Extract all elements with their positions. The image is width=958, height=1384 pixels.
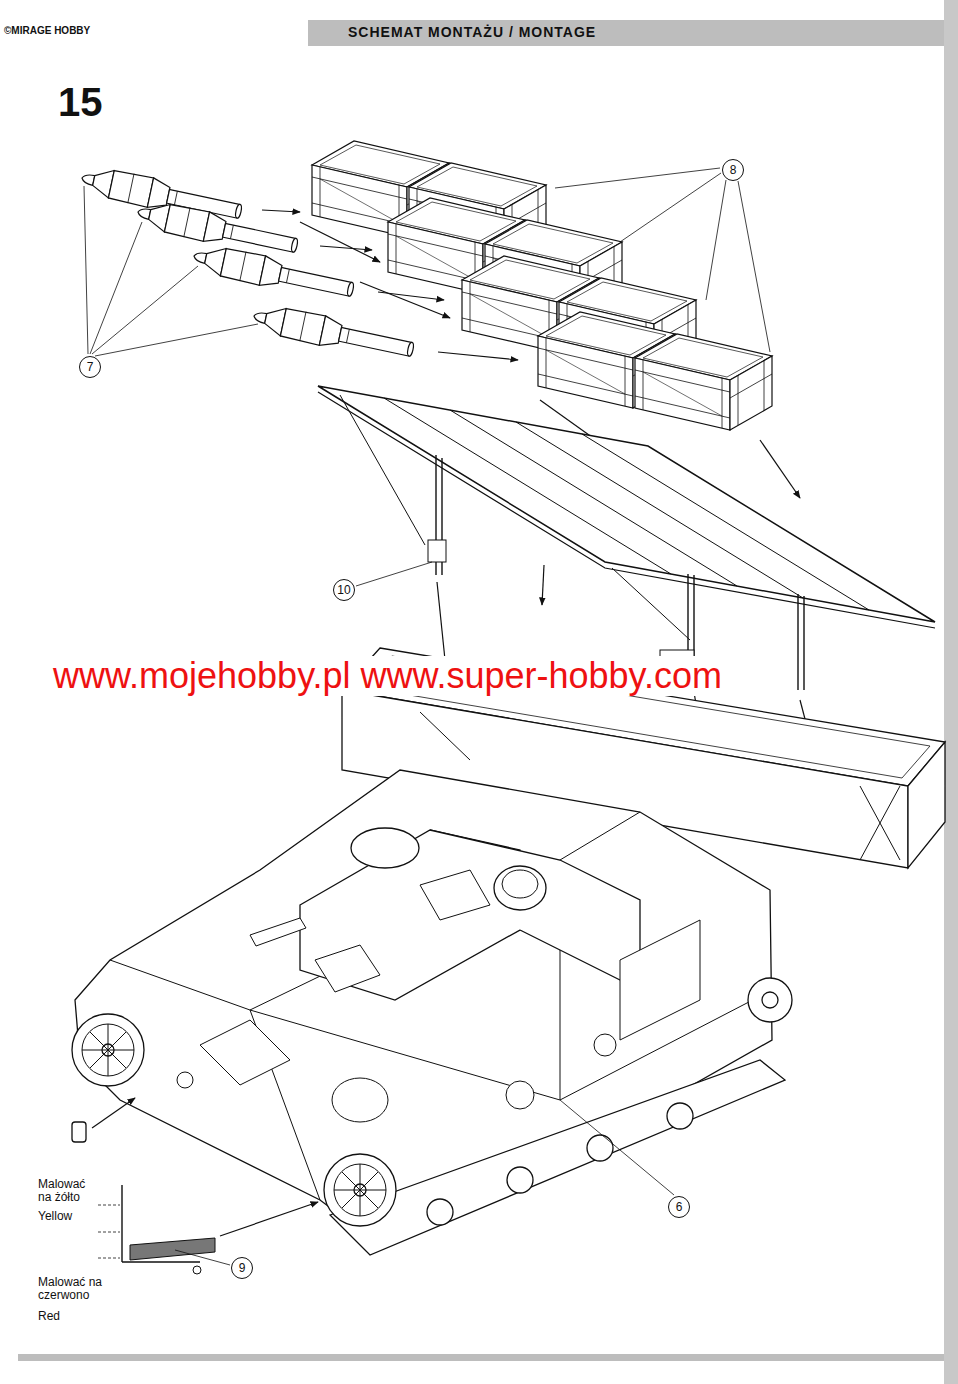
page-frame — [18, 0, 958, 1384]
paint-note: Red — [38, 1310, 60, 1323]
vehicle-hull — [72, 648, 945, 1274]
leader-lines — [84, 168, 770, 1265]
callout-circle: 8 — [722, 159, 744, 181]
paint-note: Malować na żółto — [38, 1178, 96, 1204]
callout-number: 8 — [730, 164, 737, 176]
callout-number: 7 — [87, 361, 94, 373]
watermark: www.mojehobby.pl www.super-hobby.com — [50, 656, 725, 696]
callout-circle: 9 — [231, 1257, 253, 1279]
copyright-note: ©MIRAGE HOBBY — [4, 25, 90, 36]
paint-note: Yellow — [38, 1210, 72, 1223]
step-number: 15 — [58, 80, 103, 124]
callout-number: 6 — [676, 1201, 683, 1213]
callout-number: 9 — [239, 1262, 246, 1274]
callout-circle: 10 — [333, 579, 355, 601]
paint-note: Malować na czerwono — [38, 1276, 114, 1302]
page-header: SCHEMAT MONTAŻU / MONTAGE — [348, 24, 596, 40]
callout-circle: 6 — [668, 1196, 690, 1218]
callout-number: 10 — [337, 584, 350, 596]
callout-circle: 7 — [79, 356, 101, 378]
